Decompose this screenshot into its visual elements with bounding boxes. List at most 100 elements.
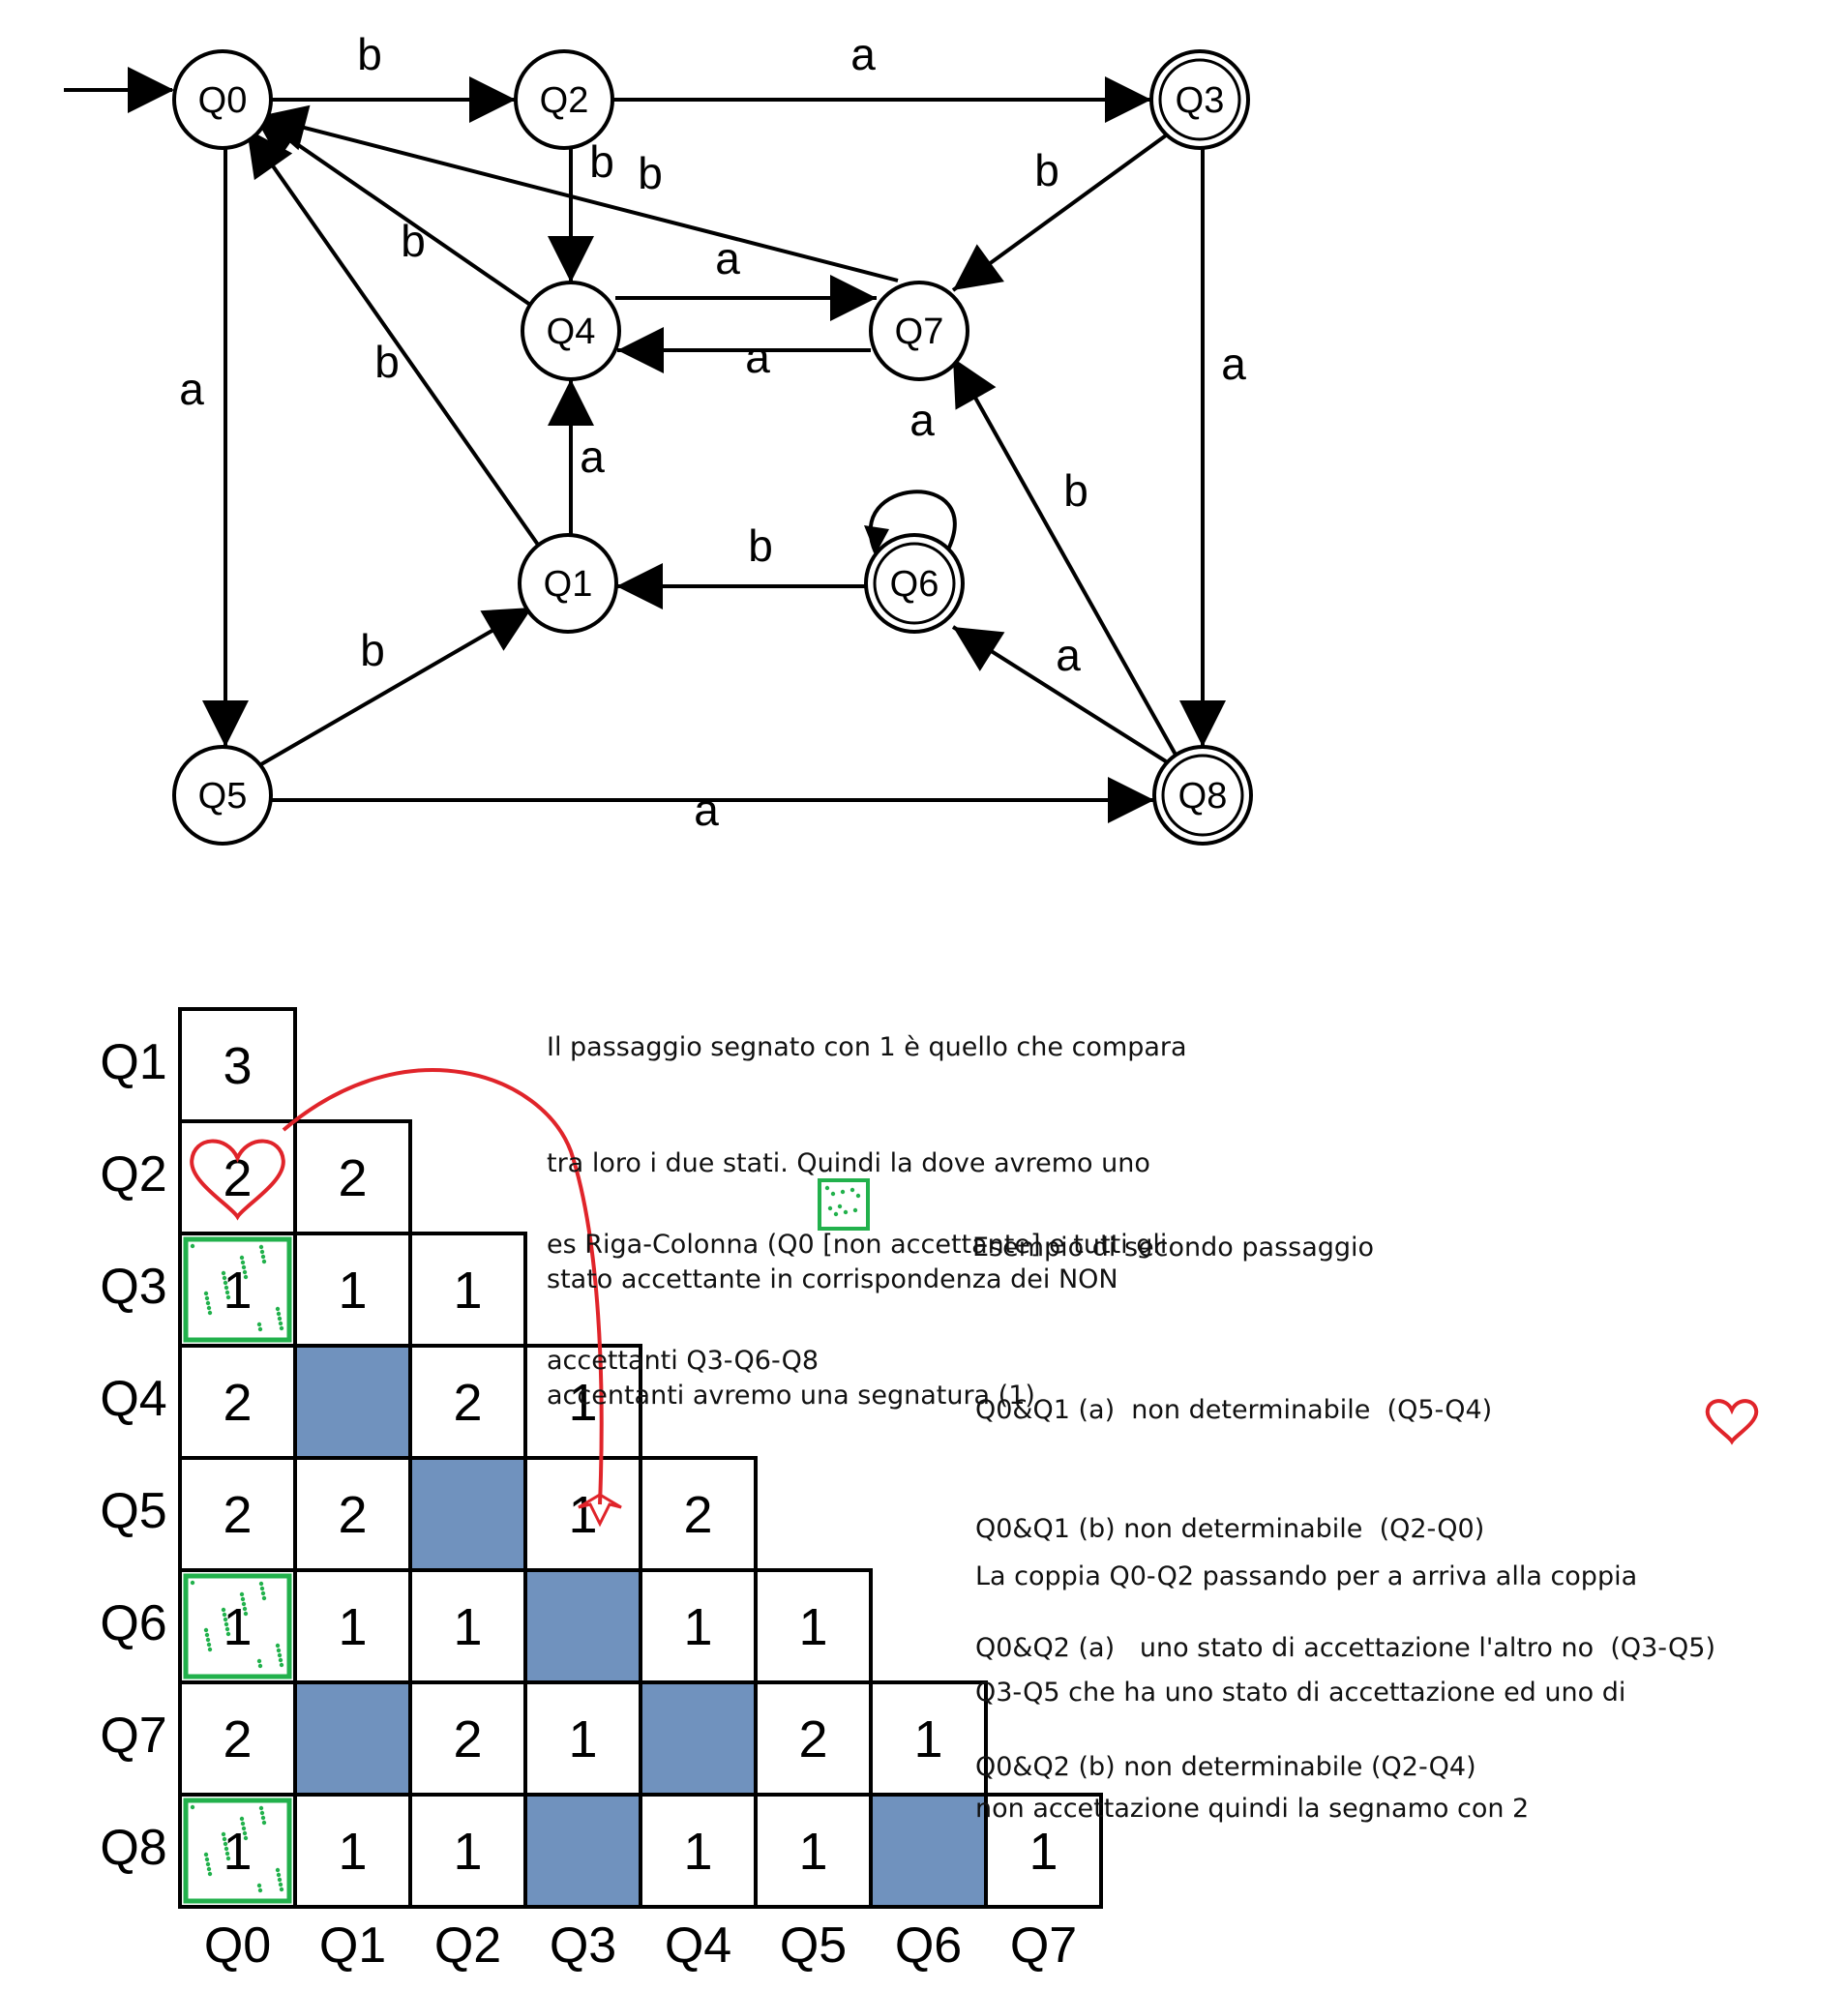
green-speckle	[258, 1805, 264, 1811]
green-speckle	[257, 1887, 263, 1893]
transition-q5-q8: a	[271, 777, 1154, 835]
cell-value: 1	[223, 1598, 252, 1656]
table-cell	[178, 1680, 297, 1797]
note-line: La coppia Q0-Q2 passando per a arriva al…	[975, 1561, 1638, 1591]
arrowhead	[830, 275, 877, 321]
column-label: Q4	[665, 1917, 731, 1974]
note-line: Q3-Q5 che ha uno stato di accettazione e…	[975, 1678, 1626, 1708]
table-cell	[639, 1793, 758, 1909]
table-cell	[408, 1680, 527, 1797]
state-circle	[172, 745, 273, 846]
blue-cell	[293, 1680, 412, 1797]
cell-value: 1	[683, 1598, 712, 1656]
column-label: Q0	[204, 1917, 271, 1974]
green-speckle	[242, 1830, 248, 1836]
green-speckle	[243, 1274, 249, 1280]
green-speckle	[261, 1595, 267, 1601]
green-speckle	[224, 1621, 229, 1627]
green-marker	[183, 1798, 292, 1904]
green-speckle	[207, 1871, 213, 1877]
note-paragraph-1: Il passaggio segnato con 1 è quello che …	[547, 951, 1187, 1454]
state-circle	[518, 533, 618, 634]
green-speckle	[833, 1211, 839, 1217]
arrowhead	[247, 129, 293, 181]
green-speckle	[224, 1285, 229, 1291]
note-heading: Esempio di secondo passaggio	[972, 1233, 1375, 1263]
state-q7: Q7	[869, 281, 969, 381]
pair-line: Q0&Q2 (b) non determinabile (Q2-Q4)	[975, 1752, 1476, 1782]
cell-value: 1	[453, 1598, 482, 1656]
green-speckle	[225, 1856, 231, 1861]
green-speckle	[843, 1209, 849, 1215]
green-speckle	[225, 1631, 231, 1637]
table-cell	[754, 1793, 873, 1909]
green-speckle	[222, 1612, 227, 1618]
green-speckle	[256, 1322, 262, 1327]
green-speckle	[240, 1821, 246, 1827]
green-speckle	[224, 1290, 230, 1295]
cell-value: 2	[223, 1374, 252, 1432]
green-speckle	[205, 1861, 211, 1867]
transition-q6-q6: a	[864, 395, 957, 554]
row-label: Q7	[100, 1708, 166, 1764]
edge-label: a	[179, 364, 204, 414]
cell-value: 1	[338, 1262, 367, 1320]
edge-label: a	[745, 332, 770, 382]
edge-line	[258, 114, 899, 282]
transition-q8-q6: a	[951, 625, 1168, 763]
green-speckle	[225, 1294, 231, 1300]
green-speckle	[241, 1826, 247, 1831]
green-speckle	[224, 1626, 230, 1632]
transition-q1-q0: b	[245, 127, 540, 547]
green-speckle	[279, 1887, 284, 1892]
pair-line: Q0&Q1 (a) non determinabile (Q5-Q4)	[975, 1395, 1493, 1425]
green-speckle	[221, 1831, 226, 1837]
pair-line: Q0&Q1 (b) non determinabile (Q2-Q0)	[975, 1514, 1485, 1544]
edge-line	[951, 357, 1177, 756]
table-cell	[984, 1793, 1103, 1909]
arrowhead	[469, 76, 516, 123]
edge-label: a	[580, 431, 605, 482]
green-speckle	[222, 1275, 227, 1281]
cell-value: 2	[338, 1486, 367, 1544]
column-label: Q1	[319, 1917, 386, 1974]
column-label: Q6	[895, 1917, 962, 1974]
state-q8: Q8	[1152, 745, 1253, 846]
arrowhead	[953, 244, 1004, 290]
green-speckle	[223, 1280, 228, 1286]
note-line: non accettazione quindi la segnamo con 2	[975, 1794, 1530, 1824]
table-cell	[408, 1344, 527, 1460]
green-speckle	[277, 1877, 283, 1883]
arrowhead	[953, 358, 997, 410]
state-q2: Q2	[514, 49, 614, 150]
note-conclusion: La coppia Q0-Q2 passando per a arriva al…	[975, 1480, 1637, 1867]
green-speckle	[279, 1662, 284, 1668]
green-speckle	[275, 1867, 281, 1873]
state-circle	[1152, 745, 1253, 846]
arrowhead	[953, 627, 1005, 671]
green-marker	[183, 1236, 292, 1343]
green-speckle	[221, 1607, 226, 1613]
cell-value: 1	[453, 1823, 482, 1881]
annotations	[190, 1068, 1759, 1528]
cell-value: 2	[223, 1486, 252, 1544]
cell-value: 2	[453, 1374, 482, 1432]
accepting-ring	[1158, 58, 1241, 141]
green-speckle	[830, 1191, 836, 1197]
green-speckle	[242, 1269, 248, 1275]
arrowhead	[616, 563, 663, 609]
green-speckle	[190, 1243, 195, 1249]
state-label: Q3	[1176, 80, 1225, 121]
edge-label: a	[715, 233, 740, 283]
green-speckle	[242, 1606, 248, 1612]
arrowhead	[202, 700, 249, 747]
transition-q8-q7: b	[951, 357, 1177, 756]
green-marker	[183, 1573, 292, 1679]
blue-cell	[523, 1568, 642, 1684]
green-speckle	[223, 1617, 228, 1622]
green-speckle	[239, 1816, 245, 1822]
cell-value: 2	[683, 1486, 712, 1544]
table-cell	[869, 1680, 988, 1797]
state-circle	[1149, 49, 1250, 150]
green-speckle	[277, 1652, 283, 1658]
